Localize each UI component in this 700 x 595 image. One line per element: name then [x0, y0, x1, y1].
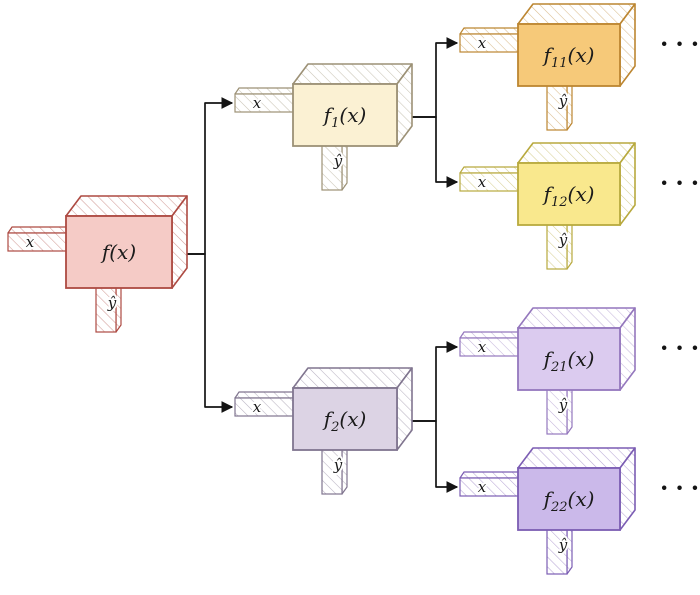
input-tube-f21	[459, 331, 529, 357]
input-tube-front-face	[7, 232, 73, 252]
input-label-f2: x	[253, 398, 262, 416]
edges-layer	[183, 37, 459, 493]
node-label-f22: f22(x)	[542, 487, 595, 515]
ellipsis-f21: ···	[660, 333, 700, 362]
node-label-f21: f21(x)	[542, 347, 595, 375]
output-label-f21: ŷ	[558, 396, 568, 414]
node-label-f11: f11(x)	[542, 43, 595, 71]
edge-f1-to-f12	[408, 116, 459, 188]
box-front-face	[292, 387, 398, 451]
box-root: f(x)	[65, 195, 188, 289]
node-f12: f12(x) x ŷ ···	[459, 142, 700, 270]
input-label-f12: x	[478, 173, 487, 191]
input-tube-front-face	[234, 397, 300, 417]
box-front-face	[517, 327, 621, 391]
output-label-f11: ŷ	[558, 92, 568, 110]
box-top-face	[65, 195, 188, 217]
box-front-face	[517, 162, 621, 226]
box-front-face	[292, 83, 398, 147]
node-f21: f21(x) x ŷ ···	[459, 307, 700, 435]
output-label-root: ŷ	[107, 294, 117, 312]
box-top-face	[292, 367, 413, 389]
input-label-root: x	[26, 233, 35, 251]
input-tube-front-face	[459, 33, 525, 53]
output-tube-f11	[546, 76, 573, 131]
box-f21: f21(x)	[517, 307, 636, 391]
node-f1: f1(x) x ŷ	[234, 63, 413, 191]
node-label-root: f(x)	[100, 240, 136, 264]
box-f11: f11(x)	[517, 3, 636, 87]
box-top-face	[292, 63, 413, 85]
input-tube-front-face	[459, 477, 525, 497]
input-tube-front-face	[234, 93, 300, 113]
input-tube-front-face	[459, 172, 525, 192]
box-front-face	[517, 23, 621, 87]
box-top-face	[517, 307, 636, 329]
node-label-f12: f12(x)	[542, 182, 595, 210]
box-top-face	[517, 142, 636, 164]
box-f1: f1(x)	[292, 63, 413, 147]
output-label-f1: ŷ	[333, 152, 343, 170]
edge-f1-to-f11	[408, 37, 459, 118]
node-root: f(x) x ŷ	[7, 195, 188, 333]
edge-f2-to-f21	[408, 341, 459, 422]
input-tube-f22	[459, 471, 529, 497]
ellipsis-f12: ···	[660, 168, 700, 197]
ellipsis-f11: ···	[660, 29, 700, 58]
input-label-f21: x	[478, 338, 487, 356]
output-label-f2: ŷ	[333, 456, 343, 474]
box-top-face	[517, 447, 636, 469]
output-label-f22: ŷ	[558, 536, 568, 554]
node-f22: f22(x) x ŷ ···	[459, 447, 700, 575]
edge-f2-to-f22	[408, 420, 459, 493]
input-label-f11: x	[478, 34, 487, 52]
node-label-f2: f2(x)	[322, 407, 367, 435]
node-f2: f2(x) x ŷ	[234, 367, 413, 495]
box-f2: f2(x)	[292, 367, 413, 451]
box-top-face	[517, 3, 636, 25]
input-label-f1: x	[253, 94, 262, 112]
output-label-f12: ŷ	[558, 231, 568, 249]
node-label-f1: f1(x)	[322, 103, 367, 131]
edge-root-to-f1	[183, 97, 234, 255]
output-tube-f12	[546, 215, 573, 270]
box-front-face	[65, 215, 173, 289]
output-tube-f1	[321, 136, 348, 191]
box-front-face	[517, 467, 621, 531]
input-tube-root	[7, 226, 77, 252]
box-f12: f12(x)	[517, 142, 636, 226]
input-tube-f1	[234, 87, 304, 113]
box-f22: f22(x)	[517, 447, 636, 531]
input-tube-front-face	[459, 337, 525, 357]
node-f11: f11(x) x ŷ ···	[459, 3, 700, 131]
input-label-f22: x	[478, 478, 487, 496]
edge-root-to-f2	[183, 253, 234, 413]
ellipsis-f22: ···	[660, 473, 700, 502]
